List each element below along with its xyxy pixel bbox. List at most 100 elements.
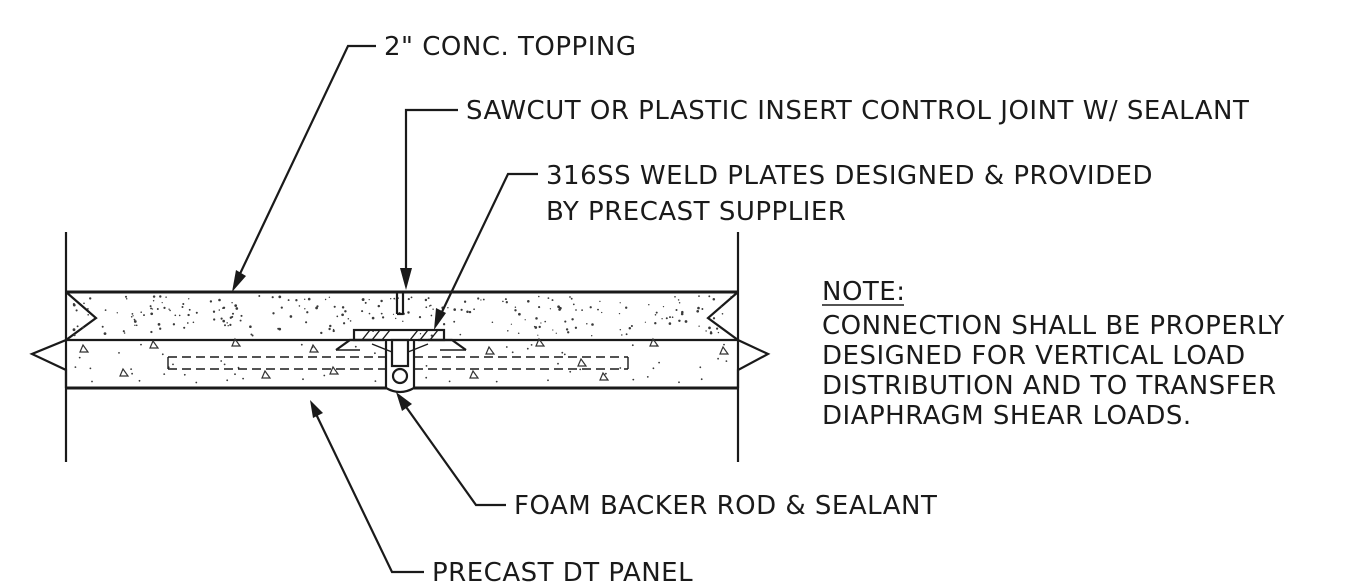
aggregate-dot	[131, 372, 134, 375]
aggregate-dot	[658, 361, 660, 364]
stipple-dot	[125, 297, 128, 300]
stipple-dot	[163, 306, 166, 310]
stipple-dot	[347, 317, 350, 320]
stipple-dot	[195, 311, 198, 314]
stipple-dot	[342, 322, 346, 325]
stipple-dot	[537, 334, 539, 336]
stipple-dot	[187, 298, 190, 300]
aggregate-dot	[511, 351, 514, 354]
stipple-dot	[231, 312, 235, 315]
stipple-dot	[328, 296, 331, 298]
stipple-dot	[716, 327, 719, 330]
stipple-dot	[116, 312, 118, 314]
stipple-dot	[468, 310, 472, 314]
stipple-dot	[82, 326, 84, 329]
stipple-dot	[152, 299, 155, 302]
stipple-dot	[271, 296, 274, 299]
aggregate-dot	[91, 380, 93, 383]
stipple-dot	[186, 322, 189, 324]
weld-plate-connector	[335, 328, 467, 368]
stipple-dot	[721, 313, 724, 315]
stipple-dot	[161, 302, 163, 304]
stipple-dot	[328, 327, 331, 331]
aggregate-dot	[354, 345, 357, 348]
stipple-dot	[83, 302, 85, 305]
stipple-dot	[131, 313, 134, 315]
stipple-dot	[133, 318, 136, 321]
stipple-dot	[549, 308, 552, 310]
stipple-dot	[432, 308, 434, 310]
stipple-dot	[149, 305, 152, 308]
stipple-dot	[447, 306, 449, 309]
stipple-dot	[295, 299, 298, 302]
note-block: NOTE: CONNECTION SHALL BE PROPERLY DESIG…	[822, 277, 1284, 431]
stipple-dot	[341, 313, 344, 317]
stipple-dot	[168, 308, 170, 310]
stipple-dot	[677, 299, 680, 301]
aggregate-dot	[547, 379, 549, 382]
label-weld-plates-line2: BY PRECAST SUPPLIER	[546, 197, 846, 227]
stipple-dot	[380, 299, 383, 303]
stipple-dot	[188, 308, 191, 311]
stipple-dot	[586, 322, 588, 325]
sawcut-control-joint	[395, 292, 405, 316]
stipple-dot	[287, 299, 290, 302]
stipple-dot	[368, 298, 370, 301]
stipple-dot	[135, 324, 138, 327]
aggregate-dot	[557, 362, 559, 365]
aggregate-mark	[535, 337, 546, 347]
stipple-dot	[524, 319, 526, 321]
stipple-dot	[597, 308, 599, 311]
stipple-dot	[222, 307, 224, 310]
stipple-dot	[698, 295, 700, 297]
stipple-dot	[544, 320, 547, 323]
aggregate-dot	[89, 367, 92, 370]
aggregate-mark	[261, 369, 272, 379]
stipple-dot	[482, 298, 485, 301]
note-line-3: DISTRIBUTION AND TO TRANSFER	[822, 371, 1277, 401]
stipple-dot	[341, 306, 345, 309]
stipple-dot	[551, 299, 554, 302]
aggregate-mark	[719, 345, 730, 355]
stipple-dot	[152, 295, 156, 298]
stipple-dot	[305, 321, 308, 324]
stipple-dot	[674, 295, 676, 298]
stipple-dot	[678, 301, 681, 304]
stipple-dot	[87, 313, 90, 316]
stipple-dot	[218, 298, 221, 302]
stipple-dot	[364, 301, 367, 304]
stipple-dot	[402, 320, 404, 323]
stipple-dot	[182, 302, 185, 306]
stipple-dot	[581, 309, 583, 311]
aggregate-mark	[599, 371, 610, 381]
stipple-dot	[316, 305, 319, 308]
stipple-dot	[533, 325, 536, 328]
embedded-bars	[167, 356, 629, 370]
stipple-dot	[564, 320, 567, 323]
stipple-dot	[518, 312, 521, 316]
stipple-dot	[209, 300, 213, 303]
stipple-dot	[517, 332, 520, 334]
label-dt-panel: PRECAST DT PANEL	[432, 558, 693, 584]
stipple-dot	[104, 309, 107, 311]
stipple-dot	[427, 297, 430, 300]
aggregate-mark	[79, 343, 90, 353]
stipple-dot	[681, 310, 684, 314]
aggregate-dot	[448, 380, 451, 383]
stipple-dot	[156, 308, 159, 310]
stipple-dot	[514, 309, 517, 312]
stipple-dot	[172, 323, 176, 326]
aggregate-dot	[78, 356, 81, 359]
stipple-dot	[371, 316, 375, 320]
stipple-dot	[473, 308, 475, 311]
stipple-dot	[150, 330, 153, 334]
aggregate-dot	[118, 352, 120, 354]
stipple-dot	[393, 297, 396, 300]
aggregate-dot	[631, 344, 634, 347]
aggregate-dot	[138, 379, 141, 382]
stipple-dot	[555, 332, 557, 334]
stipple-dot	[278, 327, 282, 331]
stipple-dot	[654, 314, 657, 316]
stipple-dot	[442, 323, 446, 326]
note-heading: NOTE:	[822, 277, 905, 307]
